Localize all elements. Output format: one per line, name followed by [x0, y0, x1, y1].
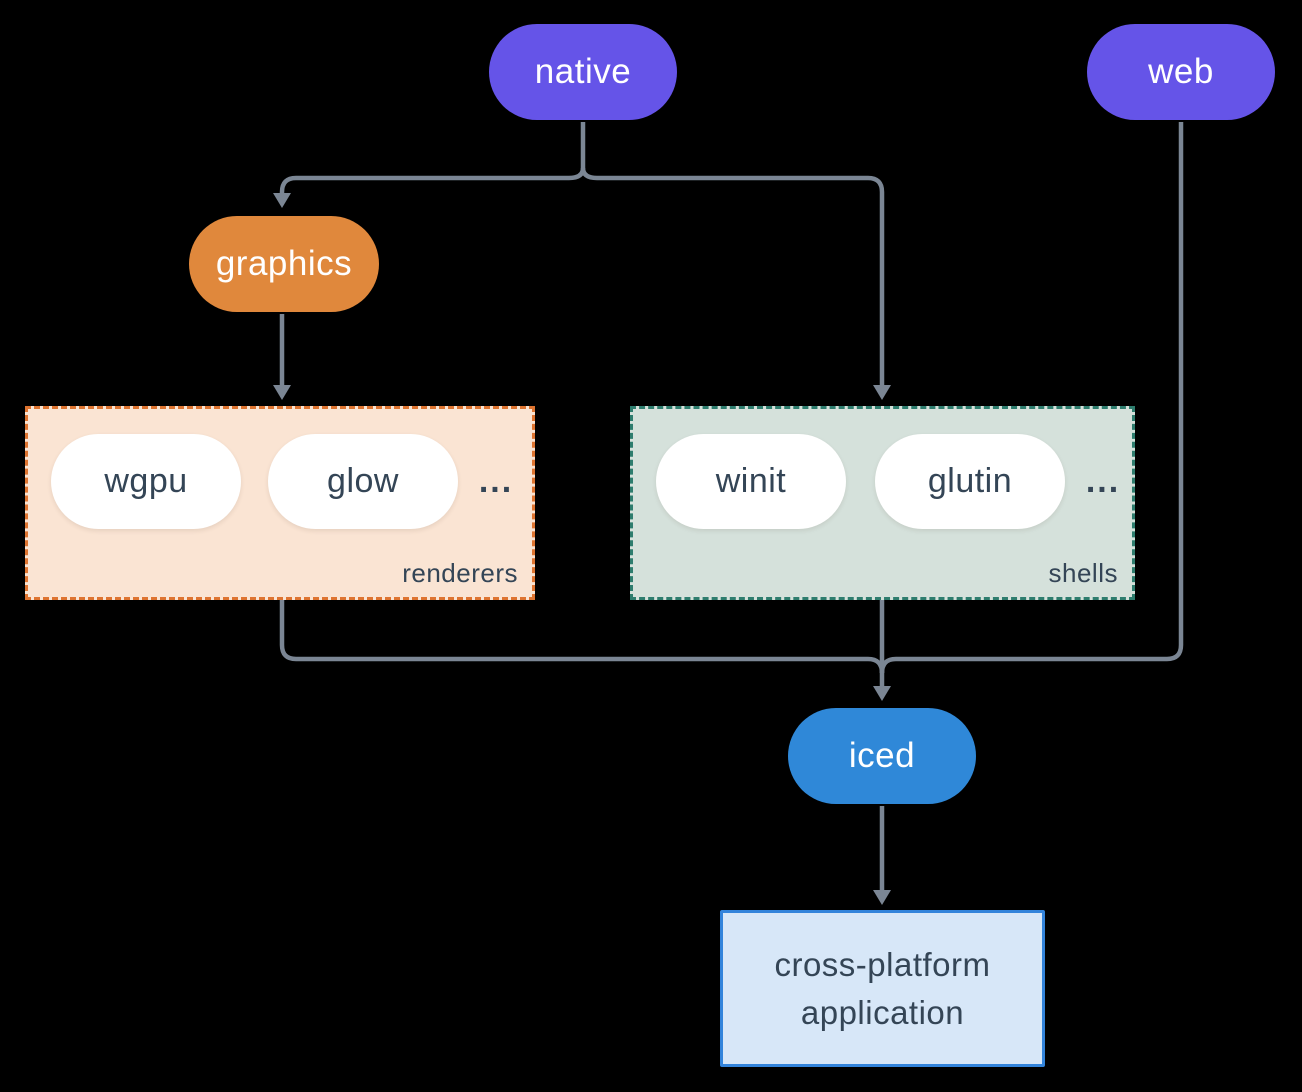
chip-glow-label: glow: [327, 462, 399, 500]
arrowhead-iced: [873, 686, 891, 701]
chip-wgpu: wgpu: [51, 434, 241, 529]
edge-native-graphics: [279, 122, 586, 193]
ellipsis-renderers: ...: [478, 462, 514, 500]
node-iced: iced: [788, 708, 976, 804]
group-shells: winit glutin ... shells: [630, 406, 1135, 600]
node-native: native: [489, 24, 677, 120]
node-graphics: graphics: [189, 216, 379, 312]
chip-glutin: glutin: [875, 434, 1065, 529]
arrowhead-shells: [873, 385, 891, 400]
chip-glow: glow: [268, 434, 458, 529]
node-web: web: [1087, 24, 1275, 120]
arrowhead-app: [873, 890, 891, 905]
node-iced-label: iced: [848, 736, 916, 775]
chip-winit-label: winit: [715, 462, 787, 500]
edge-renderers-iced: [279, 600, 885, 674]
group-shells-label: shells: [1048, 558, 1118, 588]
node-native-label: native: [534, 52, 632, 91]
group-renderers: wgpu glow ... renderers: [25, 406, 535, 600]
group-renderers-label: renderers: [402, 558, 518, 588]
chip-glutin-label: glutin: [927, 462, 1013, 500]
node-app-label: cross-platform application: [774, 945, 991, 1031]
node-web-label: web: [1148, 52, 1214, 91]
chip-wgpu-label: wgpu: [104, 462, 188, 500]
ellipsis-shells: ...: [1085, 462, 1121, 500]
chip-winit: winit: [656, 434, 846, 529]
arrowhead-graphics: [273, 193, 291, 208]
node-graphics-label: graphics: [215, 244, 353, 283]
arrowhead-renderers: [273, 385, 291, 400]
edge-native-shells: [580, 167, 885, 386]
node-cross-platform-application: cross-platform application: [720, 910, 1045, 1067]
